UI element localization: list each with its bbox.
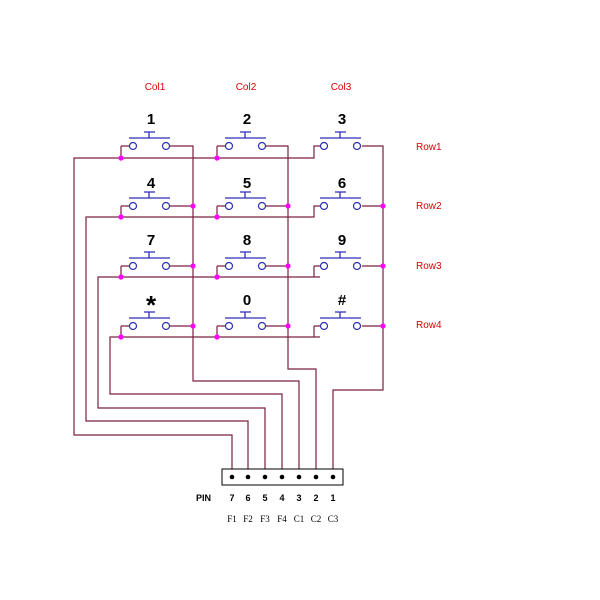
col2-wire xyxy=(266,145,317,477)
f1-wire xyxy=(73,157,233,477)
key-5-label: 5 xyxy=(243,175,251,192)
pin-number-2: 2 xyxy=(313,493,318,503)
pin-number-6: 6 xyxy=(245,493,250,503)
col2-label: Col2 xyxy=(236,82,257,93)
key-1-label: 1 xyxy=(147,111,155,128)
switch-star xyxy=(128,311,171,331)
row2-label: Row2 xyxy=(416,201,442,212)
key-7-label: 7 xyxy=(147,232,155,249)
switch-6 xyxy=(319,191,362,211)
row2-wire xyxy=(121,205,320,218)
switch-9 xyxy=(319,251,362,271)
switch-8 xyxy=(224,251,267,271)
wiring xyxy=(73,145,384,477)
pin-number-7: 7 xyxy=(229,493,234,503)
row3-label: Row3 xyxy=(416,261,442,272)
key-0-label: 0 xyxy=(243,292,251,309)
pin-label: PIN xyxy=(196,493,211,503)
f2-wire xyxy=(85,216,249,477)
key-8-label: 8 xyxy=(243,232,251,249)
switch-5 xyxy=(224,191,267,211)
switch-left-leads xyxy=(121,145,320,327)
switch-7 xyxy=(128,251,171,271)
switch-drops xyxy=(120,146,315,337)
pin-number-1: 1 xyxy=(330,493,335,503)
key-2-label: 2 xyxy=(243,111,251,128)
signal-f3: F3 xyxy=(260,514,270,524)
junction-dots xyxy=(118,155,386,340)
col-taps xyxy=(170,205,383,327)
switch-2 xyxy=(224,131,267,151)
key-hash-label: # xyxy=(338,292,347,309)
key-9-label: 9 xyxy=(338,232,346,249)
row1-wire xyxy=(121,145,320,159)
signal-c2: C2 xyxy=(311,514,322,524)
switch-4 xyxy=(128,191,171,211)
pin-number-4: 4 xyxy=(279,493,284,503)
f4-wire xyxy=(109,336,283,477)
pin-number-5: 5 xyxy=(262,493,267,503)
key-4-label: 4 xyxy=(147,175,156,192)
key-6-label: 6 xyxy=(338,175,346,192)
row1-label: Row1 xyxy=(416,142,442,153)
pin-dots xyxy=(229,474,336,480)
row4-label: Row4 xyxy=(416,320,442,331)
switch-3 xyxy=(319,131,362,151)
signal-f2: F2 xyxy=(243,514,253,524)
switch-1 xyxy=(128,131,171,151)
pin-number-3: 3 xyxy=(296,493,301,503)
key-3-label: 3 xyxy=(338,111,346,128)
col3-wire xyxy=(332,145,384,477)
signal-c3: C3 xyxy=(328,514,339,524)
switch-0 xyxy=(224,311,267,331)
col1-wire xyxy=(170,145,300,477)
signal-f1: F1 xyxy=(227,514,237,524)
signal-c1: C1 xyxy=(294,514,305,524)
switch-hash xyxy=(319,311,362,331)
col3-label: Col3 xyxy=(331,82,352,93)
col1-label: Col1 xyxy=(145,82,166,93)
key-star-label: * xyxy=(146,290,157,320)
signal-f4: F4 xyxy=(277,514,287,524)
f3-wire xyxy=(97,276,266,477)
